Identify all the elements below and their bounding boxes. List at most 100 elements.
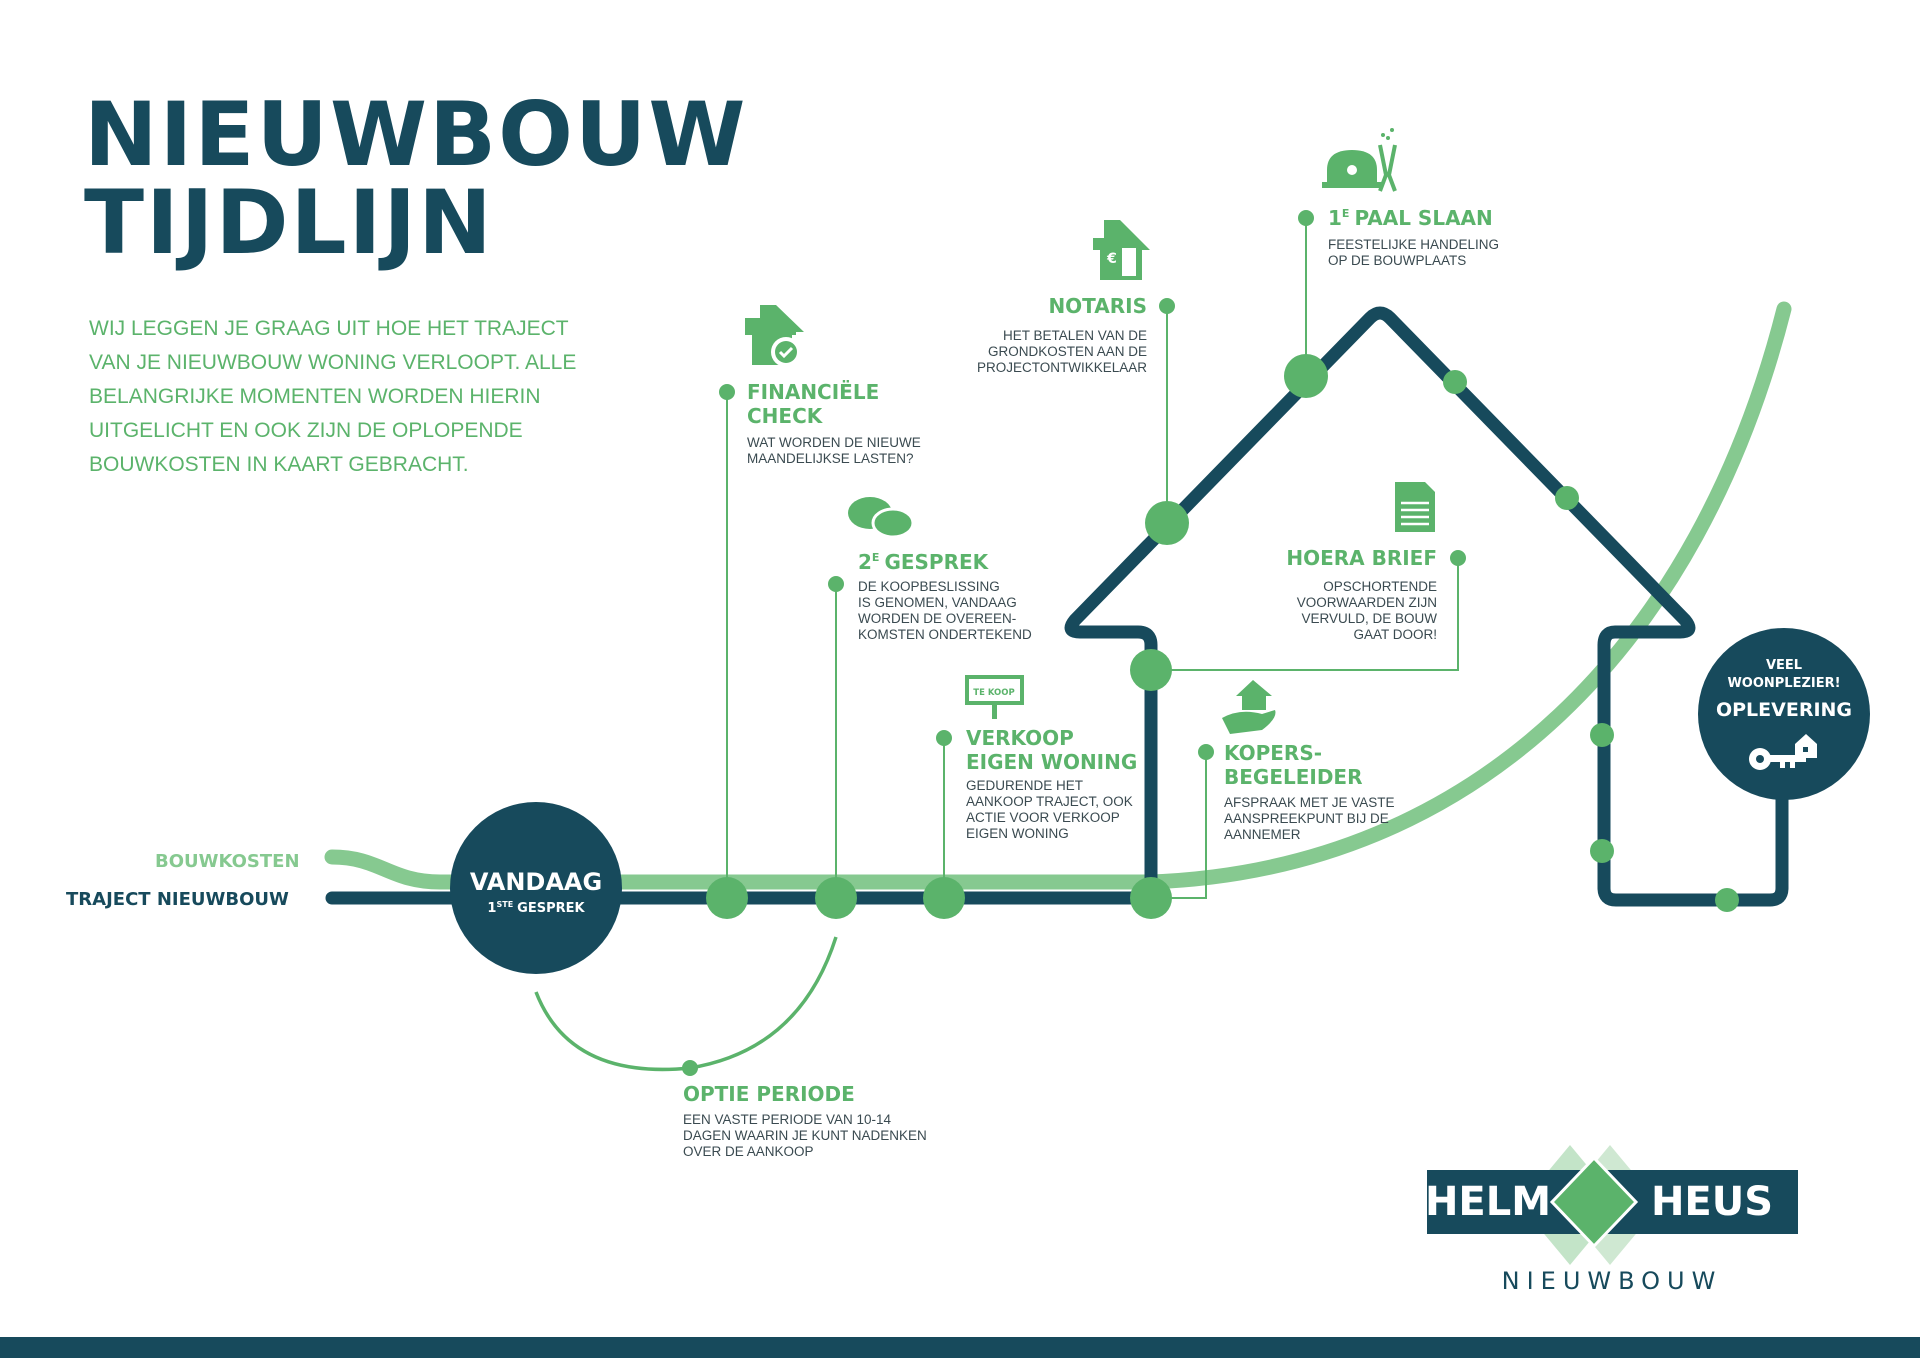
minor-stop (1555, 486, 1579, 510)
step-desc: VOORWAARDEN ZIJN (1297, 595, 1437, 610)
step-title: CHECK (747, 404, 824, 428)
step-title: EIGEN WONING (966, 750, 1137, 774)
optie-dot (682, 1060, 698, 1076)
document-icon (1395, 482, 1435, 532)
step-optie: OPTIE PERIODE EEN VASTE PERIODE VAN 10-1… (683, 1082, 927, 1159)
speech-bubbles-icon (848, 497, 915, 539)
stop-financiele (706, 877, 748, 919)
oplevering-marker: VEEL WOONPLEZIER! OPLEVERING (1698, 628, 1870, 800)
logo-text-left: HELM (1425, 1179, 1551, 1225)
step-desc: WORDEN DE OVEREEN- (858, 611, 1016, 626)
oplevering-title: OPLEVERING (1716, 699, 1852, 721)
step-verkoop: TE KOOP VERKOOP EIGEN WONING GEDURENDE H… (965, 675, 1137, 841)
intro-line: WIJ LEGGEN JE GRAAG UIT HOE HET TRAJECT (89, 317, 569, 340)
step-desc: HET BETALEN VAN DE (1003, 328, 1147, 343)
house-euro-icon: € (1093, 220, 1150, 280)
step-title: FINANCIËLE (747, 380, 879, 404)
stop-gesprek (815, 877, 857, 919)
page-title-line2: TIJDLIJN (84, 171, 494, 274)
label-dot (936, 730, 952, 746)
page-title-line1: NIEUWBOUW (84, 83, 747, 186)
stop-verkoop (923, 877, 965, 919)
step-title: BEGELEIDER (1224, 765, 1363, 789)
step-hoera: HOERA BRIEF OPSCHORTENDE VOORWAARDEN ZIJ… (1286, 482, 1437, 642)
label-dot (828, 576, 844, 592)
stop-hoera (1130, 649, 1172, 691)
step-desc: DAGEN WAARIN JE KUNT NADENKEN (683, 1128, 927, 1143)
logo-text-right: HEUS (1651, 1179, 1773, 1225)
intro-line: BELANGRIJKE MOMENTEN WORDEN HIERIN (89, 385, 541, 408)
stop-paal (1284, 354, 1328, 398)
step-desc: MAANDELIJKSE LASTEN? (747, 451, 914, 466)
legend-traject: TRAJECT NIEUWBOUW (66, 889, 289, 910)
footer-bar (0, 1337, 1920, 1358)
timeline-stops (706, 210, 1739, 919)
connector-lines (726, 218, 1459, 899)
intro-text: WIJ LEGGEN JE GRAAG UIT HOE HET TRAJECT … (89, 317, 576, 476)
label-dot (1159, 298, 1175, 314)
logo-subtitle: NIEUWBOUW (1502, 1267, 1723, 1295)
intro-line: BOUWKOSTEN IN KAART GEBRACHT. (89, 453, 469, 476)
vandaag-title: VANDAAG (470, 868, 602, 896)
helmet-champagne-icon (1322, 128, 1397, 192)
for-sale-sign-icon: TE KOOP (965, 675, 1024, 719)
label-dot (719, 384, 735, 400)
step-desc: AANNEMER (1224, 827, 1301, 842)
step-desc: AFSPRAAK MET JE VASTE (1224, 795, 1395, 810)
step-desc: KOMSTEN ONDERTEKEND (858, 627, 1032, 642)
key-house-icon (1749, 734, 1817, 770)
step-desc: IS GENOMEN, VANDAAG (858, 595, 1017, 610)
minor-stop (1443, 370, 1467, 394)
step-desc: AANSPREEKPUNT BIJ DE (1224, 811, 1389, 826)
stop-kopers (1130, 877, 1172, 919)
intro-line: UITGELICHT EN OOK ZIJN DE OPLOPENDE (89, 419, 523, 442)
sign-text: TE KOOP (973, 688, 1014, 698)
stop-notaris (1145, 501, 1189, 545)
minor-stop (1590, 839, 1614, 863)
legend-bouwkosten: BOUWKOSTEN (155, 851, 300, 872)
step-desc: EIGEN WONING (966, 826, 1069, 841)
step-desc: GEDURENDE HET (966, 778, 1083, 793)
oplevering-line2: WOONPLEZIER! (1727, 676, 1840, 691)
helm-heus-logo: HELM HEUS NIEUWBOUW (1425, 1145, 1798, 1295)
step-desc: VERVULD, DE BOUW (1301, 611, 1437, 626)
svg-text:€: € (1106, 251, 1117, 267)
step-title: HOERA BRIEF (1286, 546, 1437, 570)
step-title: VERKOOP (966, 726, 1074, 750)
label-dot (1450, 550, 1466, 566)
house-check-icon (745, 305, 804, 367)
traject-line (325, 306, 1789, 907)
oplevering-line1: VEEL (1766, 658, 1802, 673)
step-desc: GRONDKOSTEN AAN DE (988, 344, 1147, 359)
step-desc: ACTIE VOOR VERKOOP (966, 810, 1120, 825)
bouwkosten-line (324, 301, 1792, 890)
step-desc: OVER DE AANKOOP (683, 1144, 814, 1159)
step-desc: FEESTELIJKE HANDELING (1328, 237, 1499, 252)
step-title: KOPERS- (1224, 741, 1322, 765)
step-financiele: FINANCIËLE CHECK WAT WORDEN DE NIEUWE MA… (745, 305, 921, 466)
step-desc: AANKOOP TRAJECT, OOK (966, 794, 1133, 809)
step-desc: WAT WORDEN DE NIEUWE (747, 435, 921, 450)
step-notaris: € NOTARIS HET BETALEN VAN DE GRONDKOSTEN… (977, 220, 1150, 375)
label-dot (1298, 210, 1314, 226)
step-desc: OPSCHORTENDE (1323, 579, 1437, 594)
step-desc: EEN VASTE PERIODE VAN 10-14 (683, 1112, 892, 1127)
intro-line: VAN JE NIEUWBOUW WONING VERLOOPT. ALLE (89, 351, 576, 374)
step-desc: DE KOOPBESLISSING (858, 579, 1000, 594)
step-title: NOTARIS (1048, 294, 1147, 318)
step-desc: GAAT DOOR! (1353, 627, 1437, 642)
step-desc: OP DE BOUWPLAATS (1328, 253, 1466, 268)
step-title: OPTIE PERIODE (683, 1082, 855, 1106)
minor-stop (1715, 888, 1739, 912)
hand-house-icon (1222, 680, 1276, 734)
step-kopers: KOPERS- BEGELEIDER AFSPRAAK MET JE VASTE… (1222, 680, 1395, 842)
step-desc: PROJECTONTWIKKELAAR (977, 360, 1147, 375)
label-dot (1198, 744, 1214, 760)
